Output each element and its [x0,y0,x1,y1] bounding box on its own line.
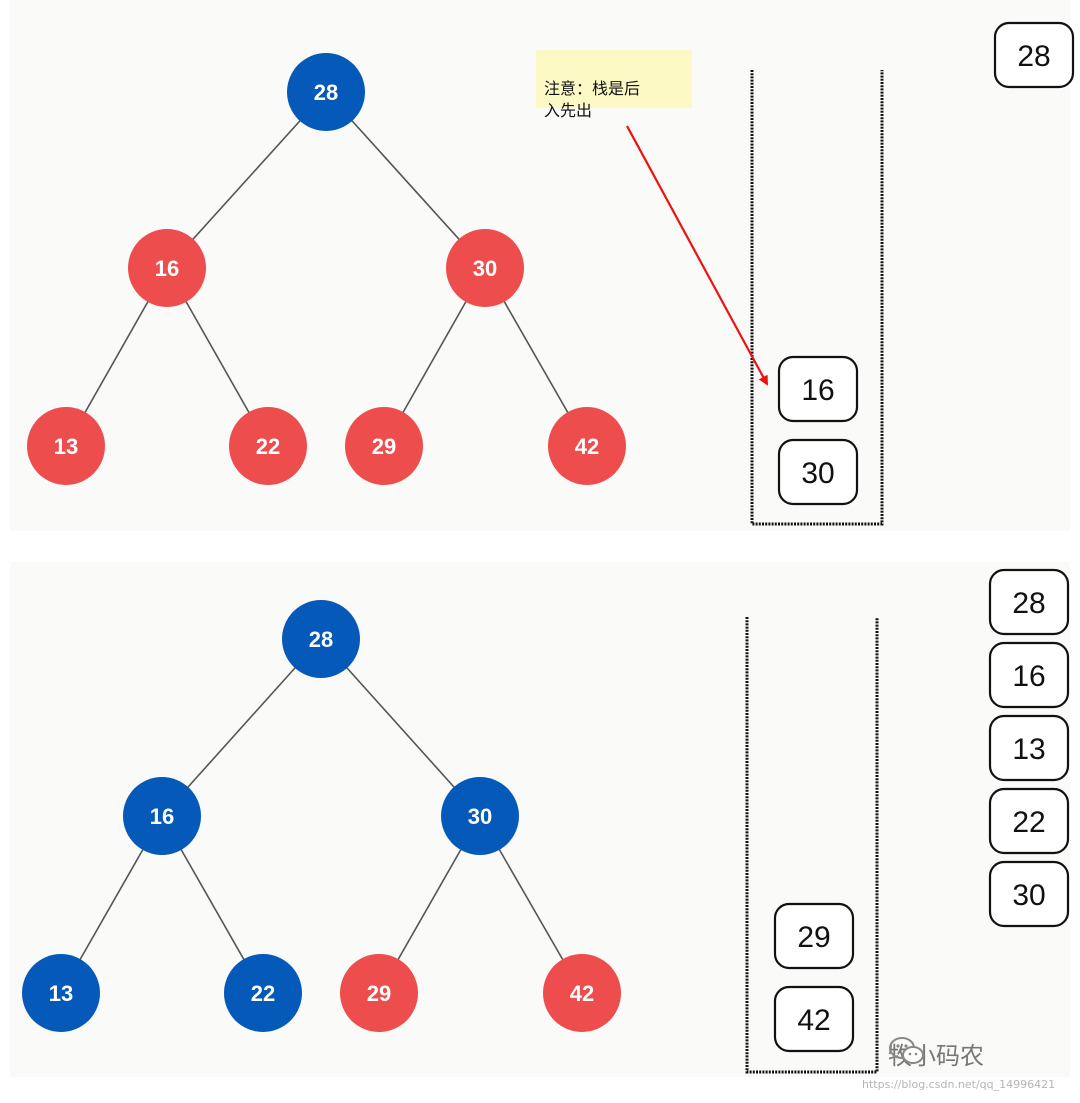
panel2-output-item-13-label: 13 [1012,733,1045,766]
panel1-stack-item-16-label: 16 [801,374,834,407]
panel2-stack-container [745,617,879,1074]
panel1-tree-node-30: 30 [446,229,524,307]
panel2-tree-edge-1 [320,638,481,817]
panel2-tree-node-label: 13 [49,981,73,1006]
panel1-tree-node-label: 28 [314,80,338,105]
panel2-tree-node-label: 22 [251,981,275,1006]
panel2-stack-item-42: 42 [773,985,855,1053]
panel2-tree-node-label: 29 [367,981,391,1006]
panel1-stack-item-30: 30 [777,438,859,506]
panel1-tree-node-label: 22 [256,434,280,459]
panel1-tree-node-label: 29 [372,434,396,459]
panel1-tree-node-label: 16 [155,256,179,281]
panel2-tree-node-label: 30 [468,804,492,829]
note-box: 注意：栈是后 入先出 [536,50,692,120]
panel1-tree-node-29: 29 [345,407,423,485]
panel1-tree-node-22: 22 [229,407,307,485]
panel1-tree-node-13: 13 [27,407,105,485]
panel1-tree-node-42: 42 [548,407,626,485]
note-arrow [626,125,768,386]
panel2-output-item-30: 30 [988,860,1070,928]
panel1-stack-item-16: 16 [777,355,859,423]
panel1-output-item-28: 28 [993,21,1075,89]
panel2-output-item-30-label: 30 [1012,879,1045,912]
panel2-tree-node-28: 28 [282,600,360,678]
panel1-tree-node-28: 28 [287,53,365,131]
wechat-icon [889,1037,924,1064]
panel2-stack-item-42-label: 42 [797,1004,830,1037]
panel2-tree-node-29: 29 [340,954,418,1032]
note-text: 注意：栈是后 入先出 [544,79,641,120]
panel1-stack-item-30-label: 30 [801,457,834,490]
panel2-output-item-13: 13 [988,714,1070,782]
panel2-output-item-22-label: 22 [1012,806,1045,839]
panel1-tree-node-label: 42 [575,434,599,459]
panel1-output-item-28-label: 28 [1017,40,1050,73]
panel1-tree-node-16: 16 [128,229,206,307]
panel1-tree-node-label: 13 [54,434,78,459]
panel1-tree-node-label: 30 [473,256,497,281]
panel2-tree-node-30: 30 [441,777,519,855]
panel2-tree-node-label: 28 [309,627,333,652]
panel2-stack-item-29-label: 29 [797,921,830,954]
panel2-output-item-28: 28 [988,568,1070,636]
watermark-url: https://blog.csdn.net/qq_14996421 [862,1078,1056,1091]
panel2-output-item-16: 16 [988,641,1070,709]
panel1-tree-edge-1 [325,91,486,269]
panel2-output-item-16-label: 16 [1012,660,1045,693]
watermark: 牧小码农 [888,1036,984,1071]
panel2-tree-node-13: 13 [22,954,100,1032]
panel2-tree-node-42: 42 [543,954,621,1032]
panel2-tree-node-16: 16 [123,777,201,855]
panel2-tree-node-22: 22 [224,954,302,1032]
panel2-tree-node-label: 16 [150,804,174,829]
panel2-output-item-28-label: 28 [1012,587,1045,620]
panel2-tree-node-label: 42 [570,981,594,1006]
panel2-stack-item-29: 29 [773,902,855,970]
panel2-tree-edge-0 [161,638,322,817]
panel1-tree-edge-0 [166,91,327,269]
panel1-stack-container [750,70,884,526]
panel2-output-item-22: 22 [988,787,1070,855]
